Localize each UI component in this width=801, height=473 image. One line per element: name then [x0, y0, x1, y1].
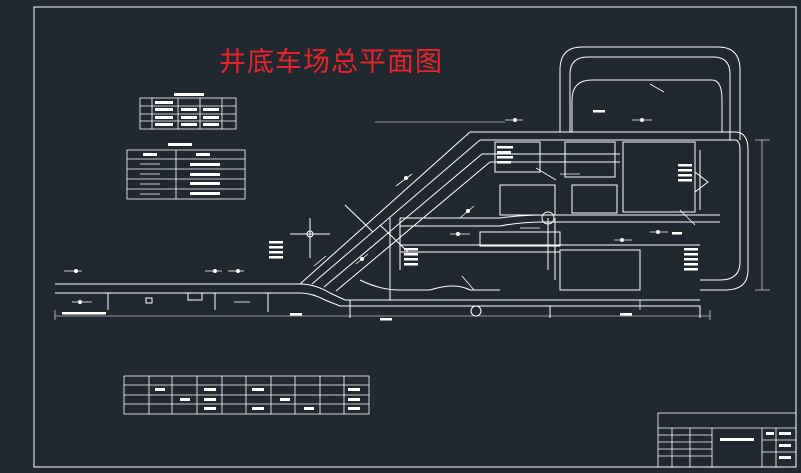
drawing-title: 井底车场总平面图	[219, 47, 443, 78]
rail-layout	[55, 46, 749, 318]
dimension-lines	[54, 121, 770, 320]
direction-arrows	[64, 83, 696, 310]
legend-table-top	[139, 93, 237, 130]
title-block	[657, 412, 797, 468]
legend-table-symbols	[126, 143, 246, 200]
drawing-frame	[33, 6, 797, 468]
annotation-marks	[62, 110, 698, 321]
data-table-bottom	[123, 375, 370, 415]
